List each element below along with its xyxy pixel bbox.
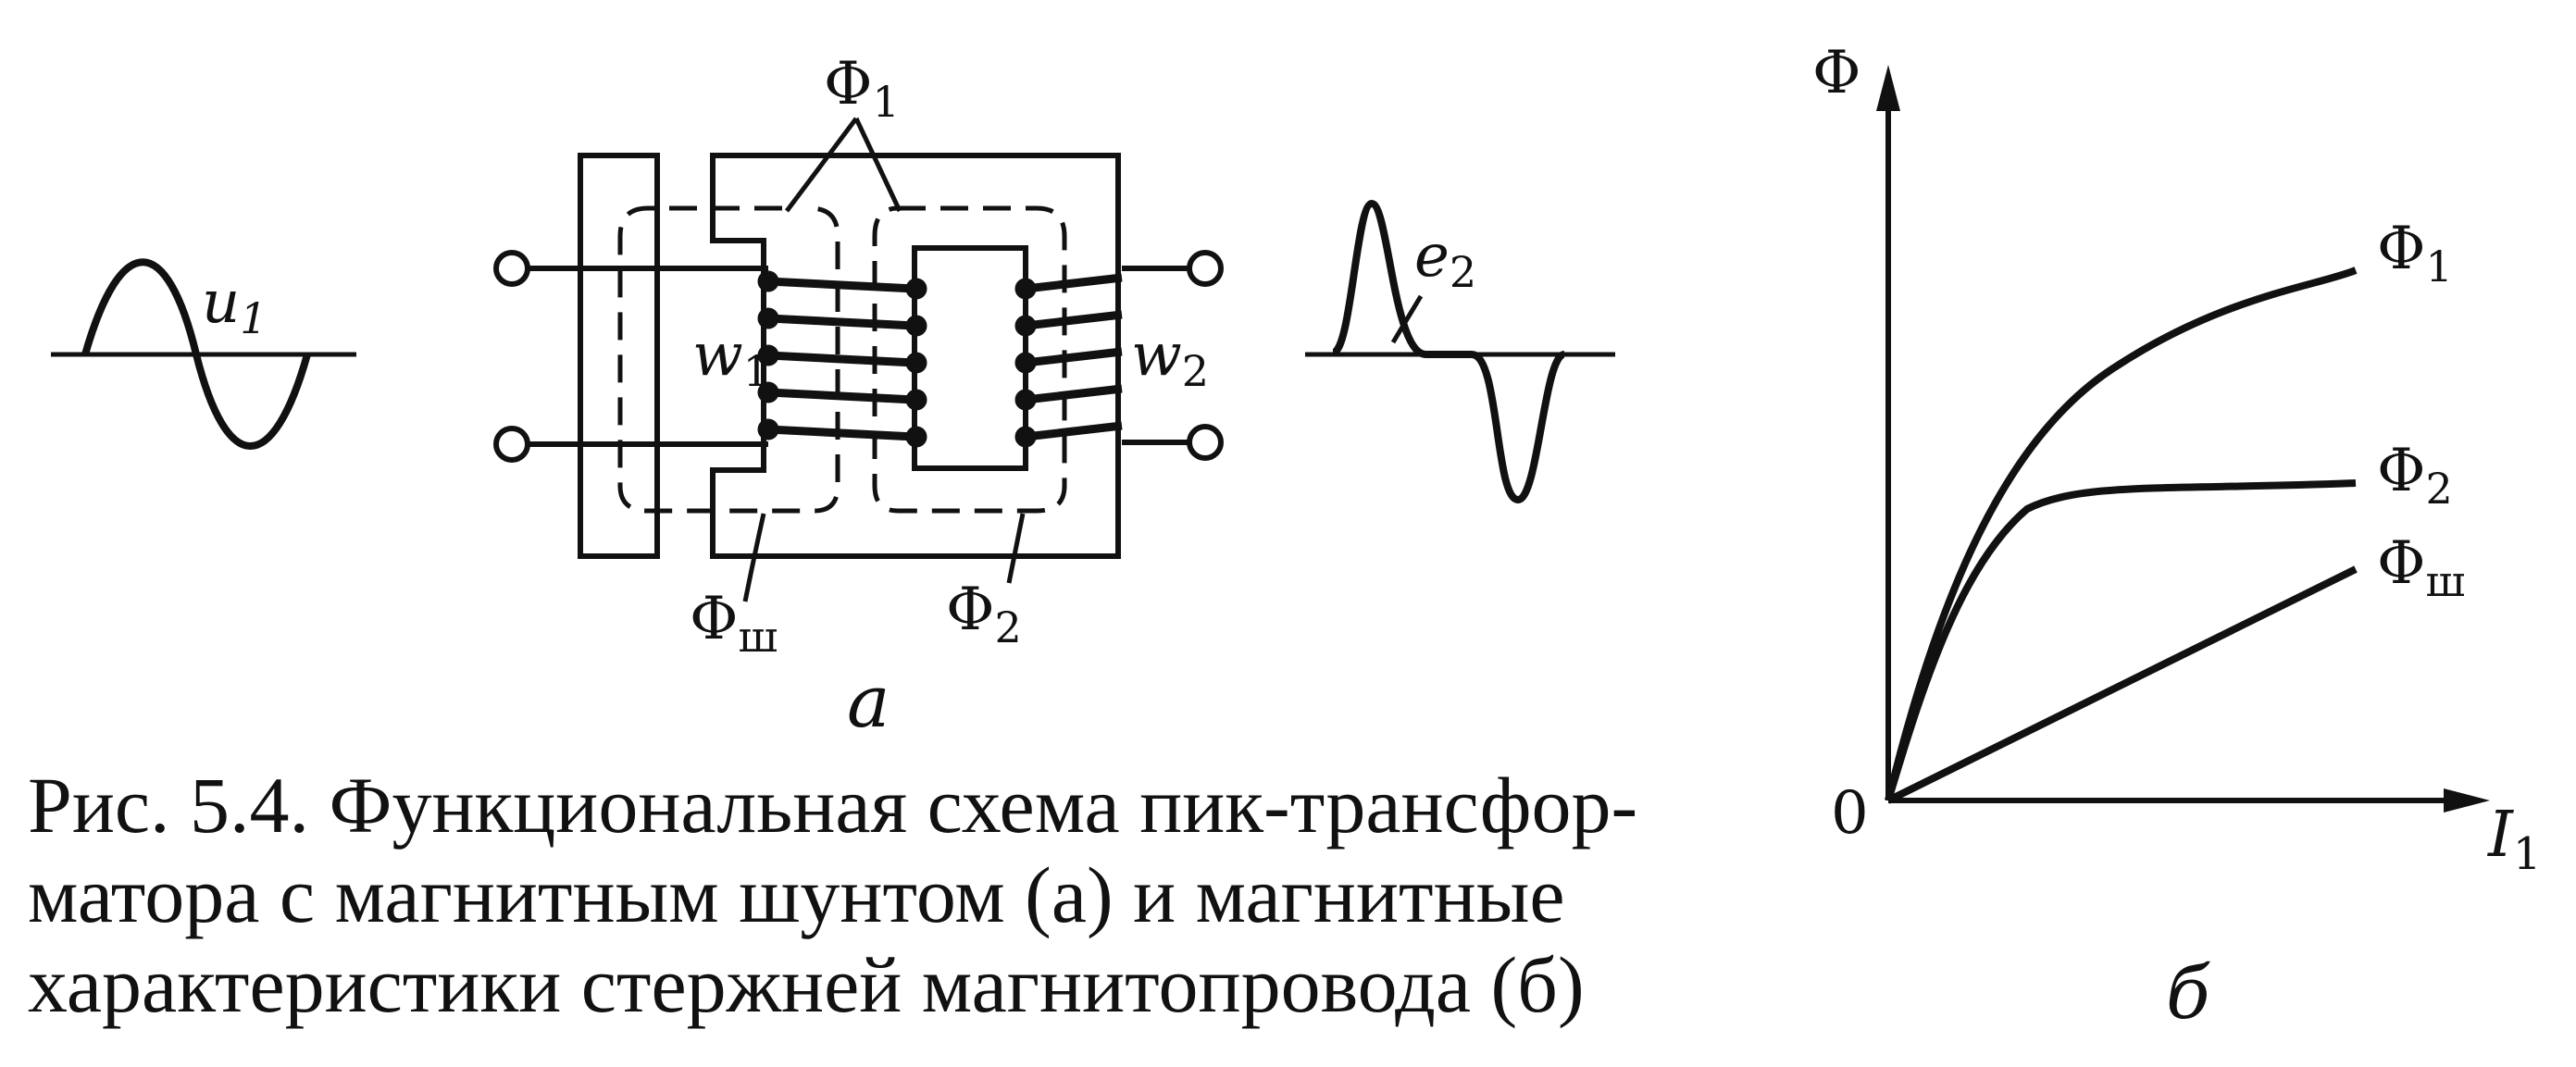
y-axis-arrow bbox=[1876, 65, 1900, 111]
secondary-terminals bbox=[1122, 250, 1224, 461]
axes bbox=[1885, 102, 2453, 803]
magnetic-core bbox=[710, 153, 1121, 559]
curve-flux1-label: Φ1 bbox=[2377, 215, 2453, 292]
curve-flux2 bbox=[1885, 479, 2357, 802]
figure-caption: Рис. 5.4. Функциональная схема пик-транс… bbox=[28, 761, 1638, 1030]
curve-flux1 bbox=[1885, 267, 2358, 801]
curve-shunt-flux bbox=[1886, 565, 2358, 804]
panel-b-letter: б bbox=[2166, 952, 2210, 1036]
core-window bbox=[912, 245, 1028, 471]
panel-b: Φ I1 0 Φ1 Φ2 Φш б bbox=[1812, 39, 2541, 1036]
x-axis-label: I1 bbox=[2486, 799, 2541, 880]
terminal-in-top bbox=[493, 250, 530, 287]
terminal-out-top bbox=[1187, 250, 1224, 287]
y-axis-label: Φ bbox=[1812, 39, 1860, 107]
output-emf-label: e2 bbox=[1414, 222, 1476, 297]
terminal-out-bottom bbox=[1187, 424, 1224, 461]
secondary-winding bbox=[1014, 273, 1123, 448]
winding1-label: w1 bbox=[692, 321, 770, 396]
caption-line-2: матора с магнитным шунтом (а) и магнитны… bbox=[28, 850, 1565, 939]
flux2-label: Φ2 bbox=[946, 576, 1022, 652]
curve-shunt-flux-label: Φш bbox=[2377, 529, 2465, 606]
flux-paths bbox=[617, 205, 1067, 514]
magnetic-shunt bbox=[578, 153, 660, 559]
leader-lines bbox=[742, 117, 1424, 602]
curve-flux2-label: Φ2 bbox=[2377, 437, 2453, 514]
shunt-flux-label: Φш bbox=[690, 585, 778, 662]
terminal-in-bottom bbox=[493, 426, 530, 463]
primary-terminals bbox=[493, 250, 768, 463]
caption-line-3: характеристики стержней магнитопровода (… bbox=[28, 940, 1585, 1029]
input-waveform: u1 bbox=[51, 258, 356, 450]
origin-label: 0 bbox=[1831, 779, 1869, 848]
panel-a-letter: а bbox=[847, 661, 890, 744]
winding2-label: w2 bbox=[1131, 321, 1209, 396]
input-voltage-label: u1 bbox=[202, 268, 268, 343]
caption-line-1: Рис. 5.4. Функциональная схема пик-транс… bbox=[28, 761, 1638, 850]
x-axis-arrow bbox=[2444, 788, 2490, 813]
panel-a: u1 bbox=[51, 50, 1615, 744]
primary-winding bbox=[757, 270, 927, 448]
flux1-label: Φ1 bbox=[824, 50, 900, 127]
output-waveform: e2 bbox=[1305, 199, 1615, 504]
